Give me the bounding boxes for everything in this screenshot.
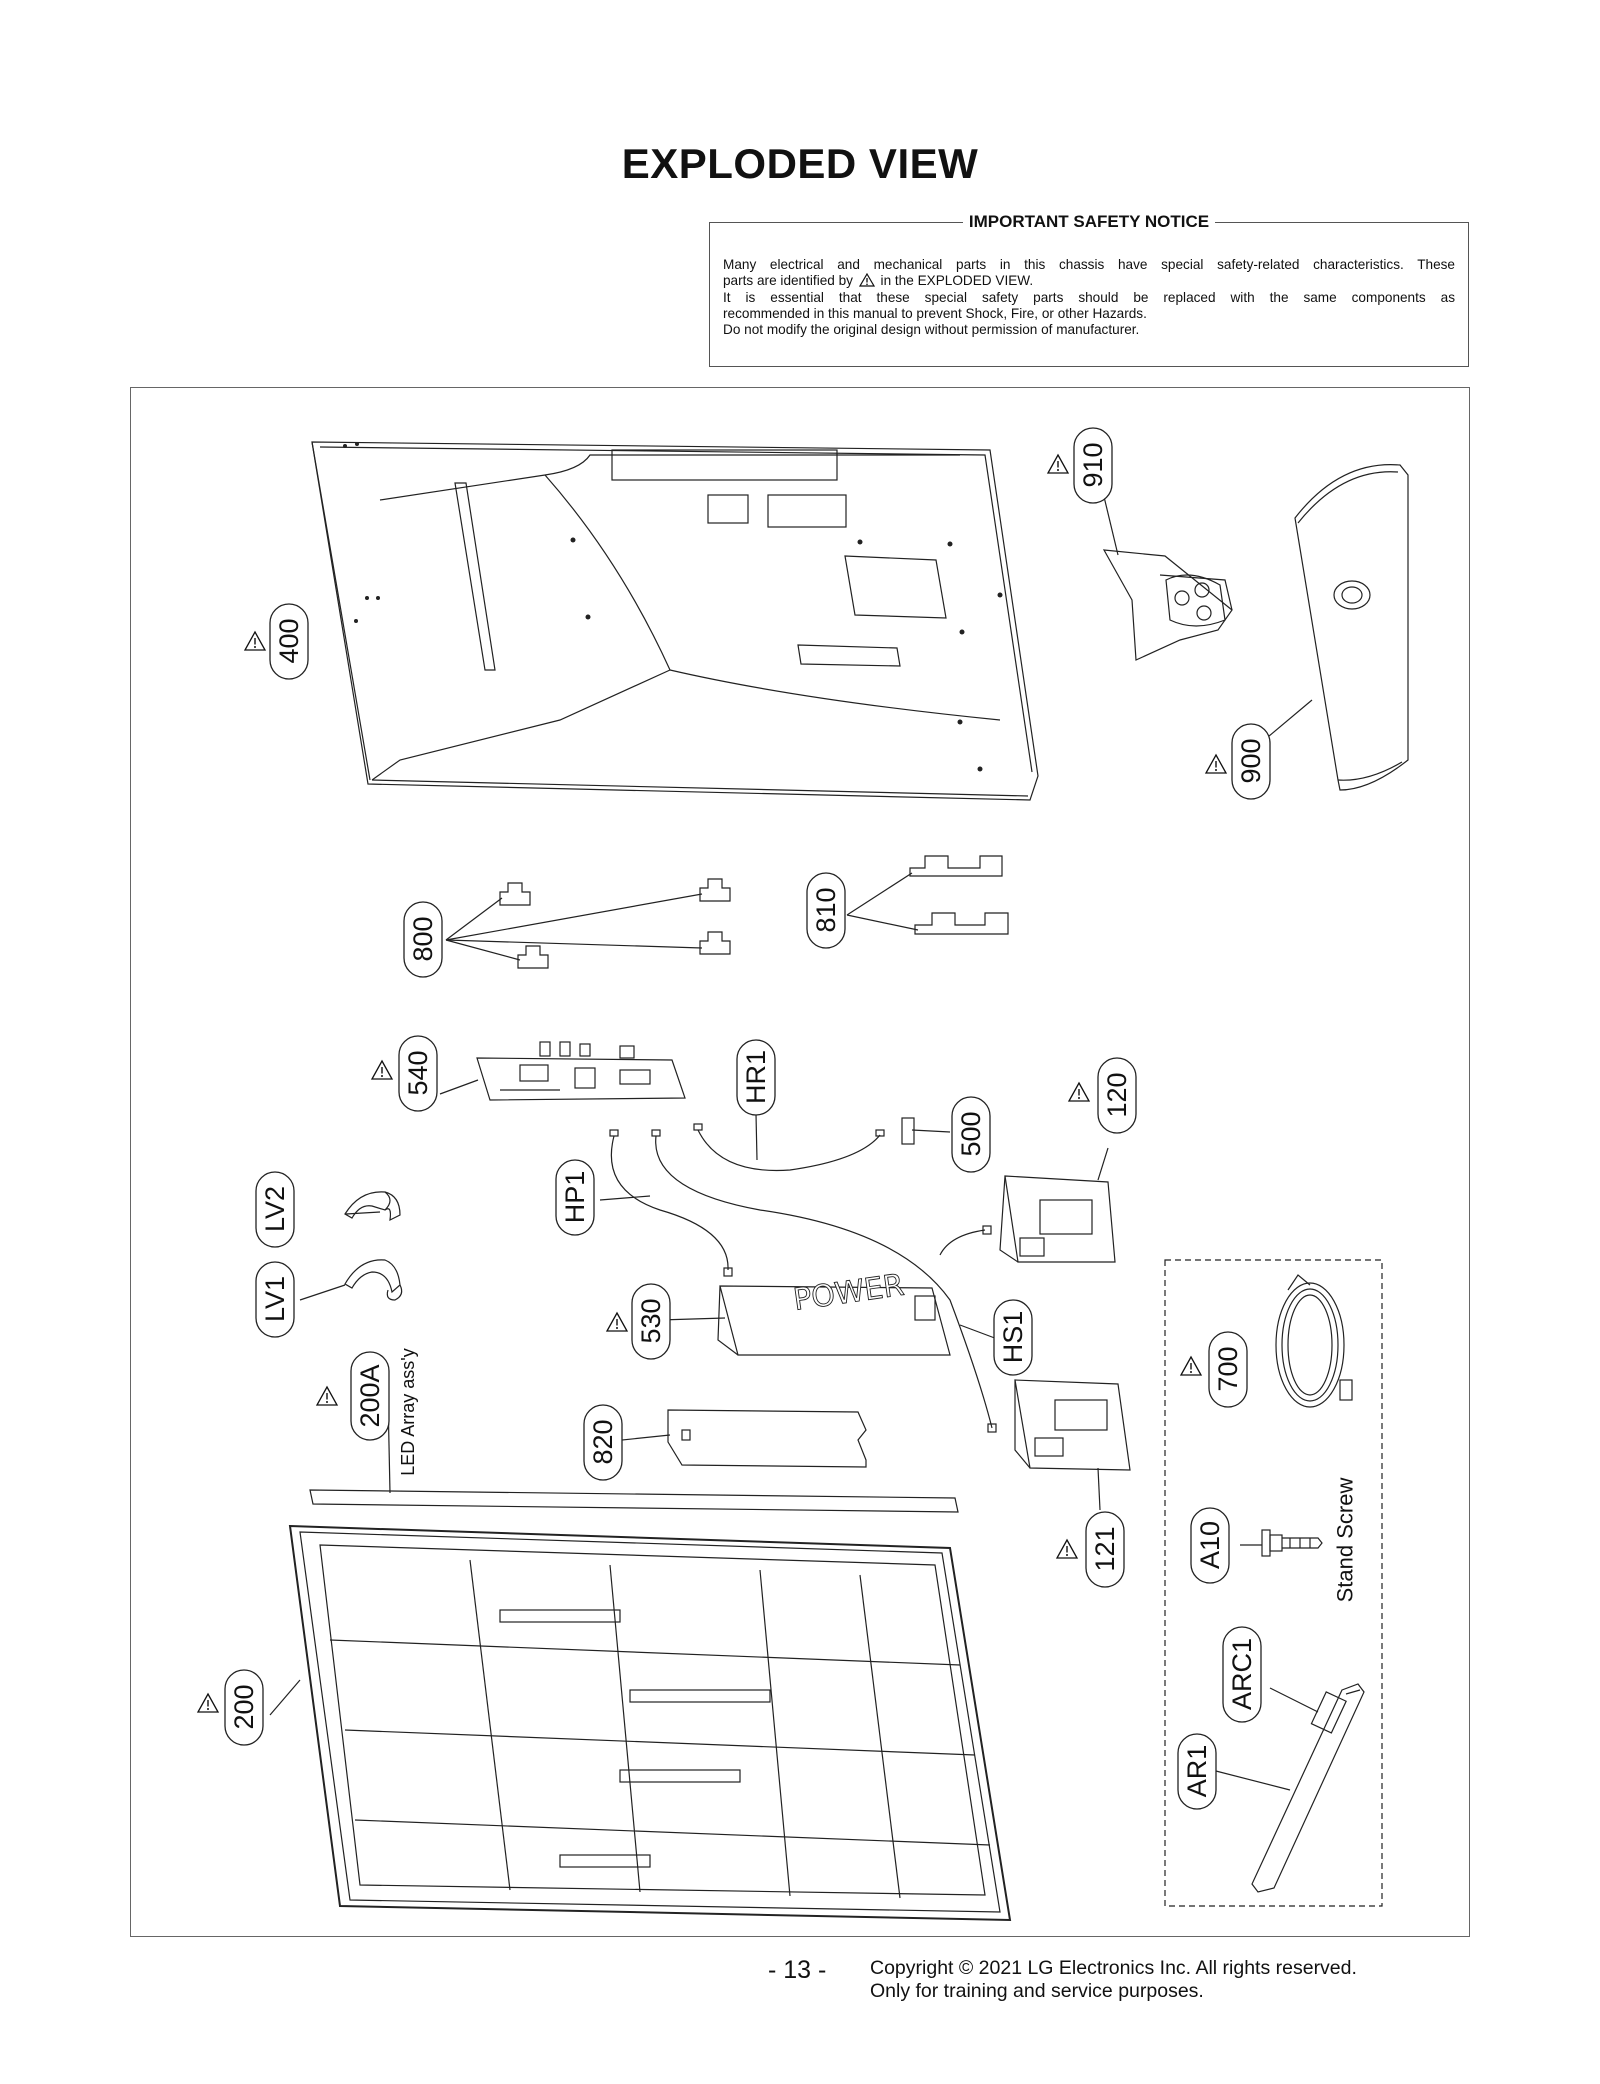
main-board-540 [476,1041,686,1101]
notice-line-5: Do not modify the original design withou… [723,322,1140,338]
part-label-hr1: HR1 [741,1050,771,1104]
part-label-200: 200 [229,1684,259,1729]
brackets-810 [846,855,1009,935]
part-label-hp1: HP1 [560,1171,590,1224]
part-label-400: 400 [274,618,304,663]
part-label-800: 800 [408,916,438,961]
back-cover-400 [311,441,1039,801]
copyright-line-2: Only for training and service purposes. [870,1980,1204,2002]
power-board-530: POWER [717,1267,951,1356]
speaker-120 [999,1175,1116,1263]
part-label-arc1: ARC1 [1227,1638,1257,1710]
part-label-lv2: LV2 [260,1186,290,1232]
leader-lines [269,479,1319,1791]
stand-bracket-910 [1102,549,1233,661]
brackets-800 [445,878,731,969]
notice-line-2: parts are identified by in the EXPLODED … [723,273,1034,289]
part-500 [901,1117,915,1145]
led-array-label: LED Array ass'y [398,1348,418,1475]
part-label-a10: A10 [1195,1521,1225,1569]
copyright-line-1: Copyright © 2021 LG Electronics Inc. All… [870,1957,1357,1979]
notice-line-1: Many electrical and mechanical parts in … [723,257,1455,272]
back-cover-holes [343,442,1003,772]
diagram-frame [130,387,1470,1937]
power-label: POWER [791,1268,906,1318]
backlight-frame-200 [288,1524,1012,1922]
part-label-820: 820 [588,1419,618,1464]
accessory-box [1164,1259,1383,1907]
part-label-810: 810 [811,887,841,932]
part-label-120: 120 [1102,1072,1132,1117]
notice-line-3: It is essential that these special safet… [723,289,1455,305]
insulator-820 [667,1409,867,1468]
stand-base-900 [1294,464,1409,791]
stand-screw-a10 [1261,1529,1323,1557]
part-label-910: 910 [1078,442,1108,487]
part-label-lv1: LV1 [260,1276,290,1322]
copyright: Copyright © 2021 LG Electronics Inc. All… [870,1957,1357,2003]
part-label-540: 540 [403,1050,433,1095]
notice-line-4: recommended in this manual to prevent Sh… [723,305,1147,321]
warning-triangle-icon [858,273,875,287]
part-label-900: 900 [1236,738,1266,783]
part-label-121: 121 [1090,1526,1120,1571]
part-label-ar1: AR1 [1182,1745,1212,1798]
part-label-530: 530 [636,1298,666,1343]
page-number: - 13 - [768,1956,827,1984]
remote-ar1 [1251,1683,1365,1893]
lvds-cables [344,1191,403,1301]
power-cord-700 [1275,1274,1353,1408]
part-label-700: 700 [1213,1346,1243,1391]
callouts: 400 910 900 800 810 540 HR1 500 120 LV2 [197,427,1358,1810]
part-label-200a: 200A [355,1364,385,1427]
page-title: EXPLODED VIEW [621,140,979,187]
part-label-hs1: HS1 [998,1311,1028,1364]
part-label-500: 500 [956,1111,986,1156]
safety-notice-box: IMPORTANT SAFETY NOTICE Many electrical … [709,212,1469,367]
cables [609,1123,997,1433]
safety-notice-body: Many electrical and mechanical parts in … [723,257,1455,338]
stand-screw-label: Stand Screw [1333,1478,1358,1603]
speaker-121 [1014,1379,1131,1471]
safety-notice-heading: IMPORTANT SAFETY NOTICE [962,212,1216,231]
